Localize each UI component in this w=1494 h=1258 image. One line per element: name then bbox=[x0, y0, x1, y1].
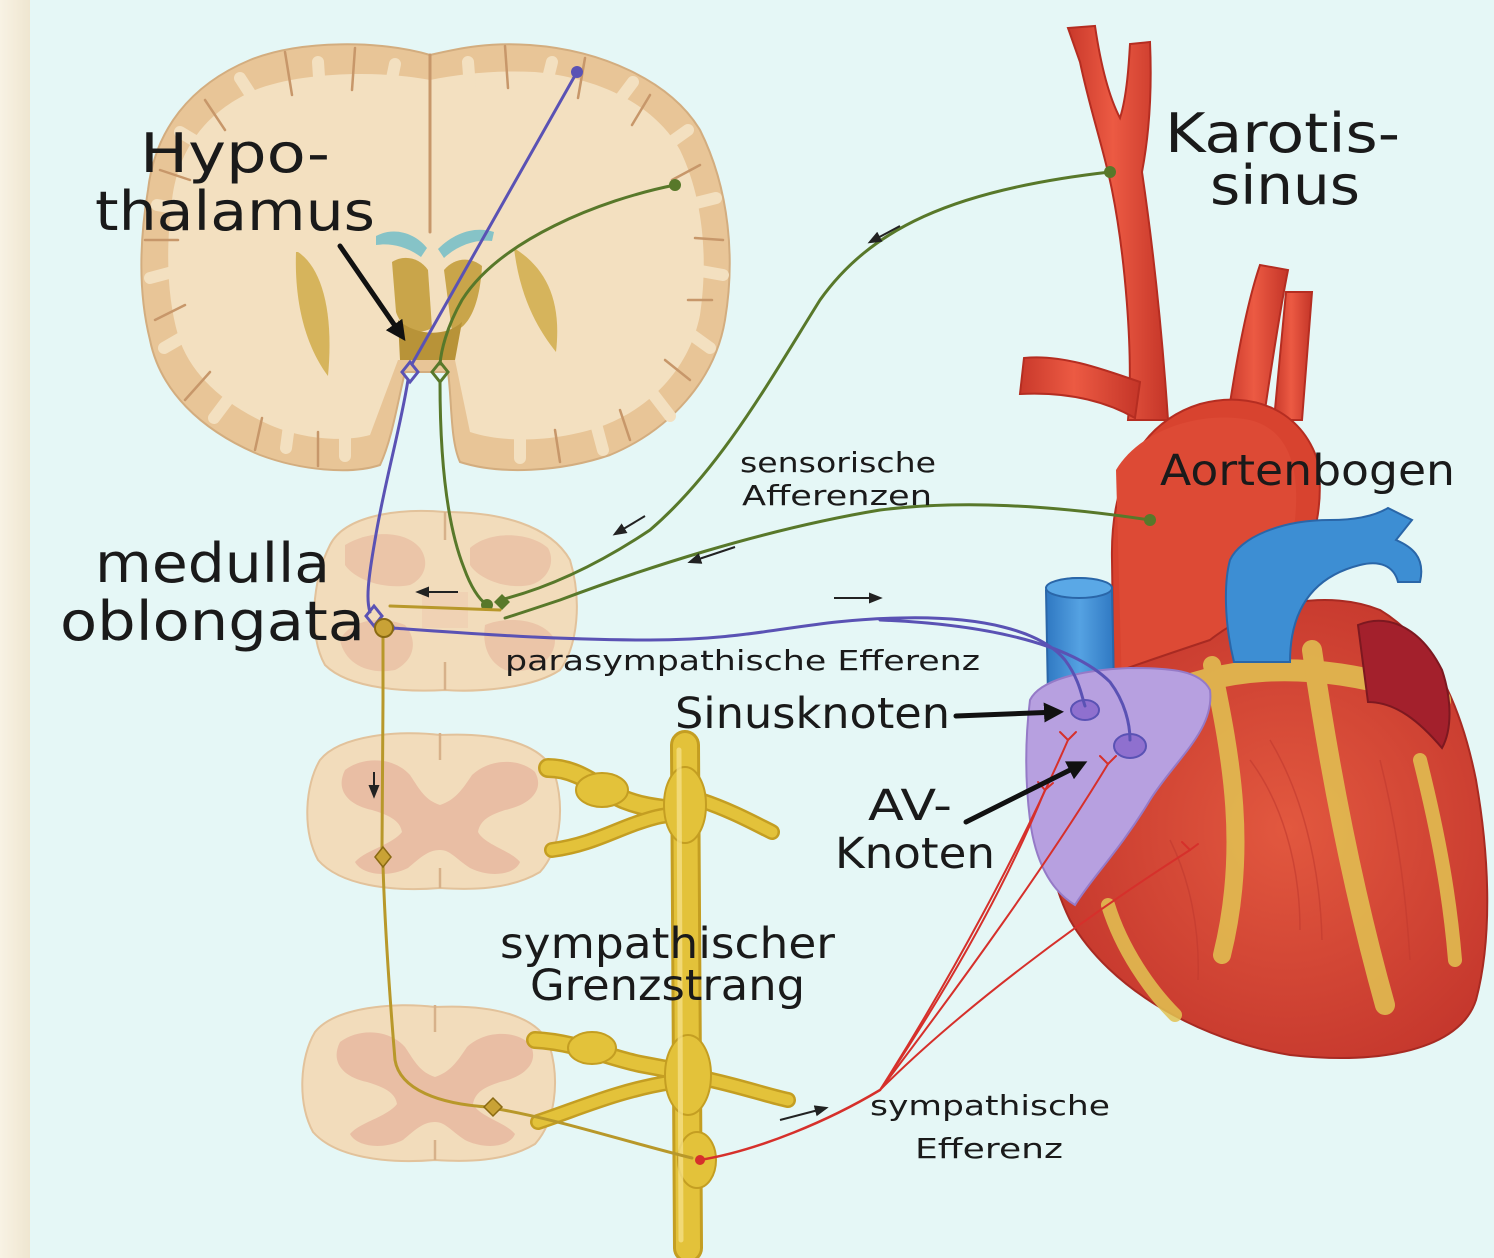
aortic-arch-receptor bbox=[1144, 514, 1156, 526]
sensory-afferents-label-line1: sensorische bbox=[740, 446, 936, 479]
sympathetic-efferent-label-line1: sympathische bbox=[870, 1089, 1110, 1122]
sympathetic-efferent-label-line2: Efferenz bbox=[915, 1132, 1063, 1165]
medulla-vasomotor-nucleus bbox=[375, 619, 393, 637]
sympathetic-ganglion-cell bbox=[695, 1155, 705, 1165]
medulla-oblongata-label-line1: medulla bbox=[95, 532, 330, 595]
hypothalamus-label-line1: Hypo- bbox=[140, 122, 330, 185]
carotid-sinus-label-line2: sinus bbox=[1210, 154, 1360, 217]
av-node-label-line1: AV- bbox=[868, 781, 952, 831]
dorsal-root-ganglion bbox=[576, 773, 628, 807]
av-node-label-line2: Knoten bbox=[835, 829, 995, 879]
sensory-afferents-label-line2: Afferenzen bbox=[742, 479, 932, 512]
sympathetic-ganglion bbox=[664, 767, 706, 843]
hypothalamus-afferent-ending bbox=[669, 179, 681, 191]
aortic-arch-label: Aortenbogen bbox=[1160, 446, 1455, 496]
medulla-oblongata-label-line2: oblongata bbox=[60, 590, 365, 653]
parasympathetic-efferent-label: parasympathische Efferenz bbox=[505, 644, 980, 677]
left-margin-strip bbox=[0, 0, 30, 1258]
sinus-node-label: Sinusknoten bbox=[675, 689, 950, 739]
sympathetic-ganglion bbox=[665, 1035, 711, 1115]
dorsal-root-ganglion bbox=[568, 1032, 616, 1064]
descending-sympathetic-tract bbox=[382, 636, 383, 848]
carotid-sinus-receptor bbox=[1104, 166, 1116, 178]
sympathetic-trunk-label-line2: Grenzstrang bbox=[530, 961, 805, 1011]
cortical-neuron bbox=[571, 66, 583, 78]
spinal-cord-section-upper bbox=[307, 733, 560, 889]
hypothalamus-label-line2: thalamus bbox=[95, 180, 375, 243]
spinal-cord-section-lower bbox=[302, 1005, 555, 1161]
